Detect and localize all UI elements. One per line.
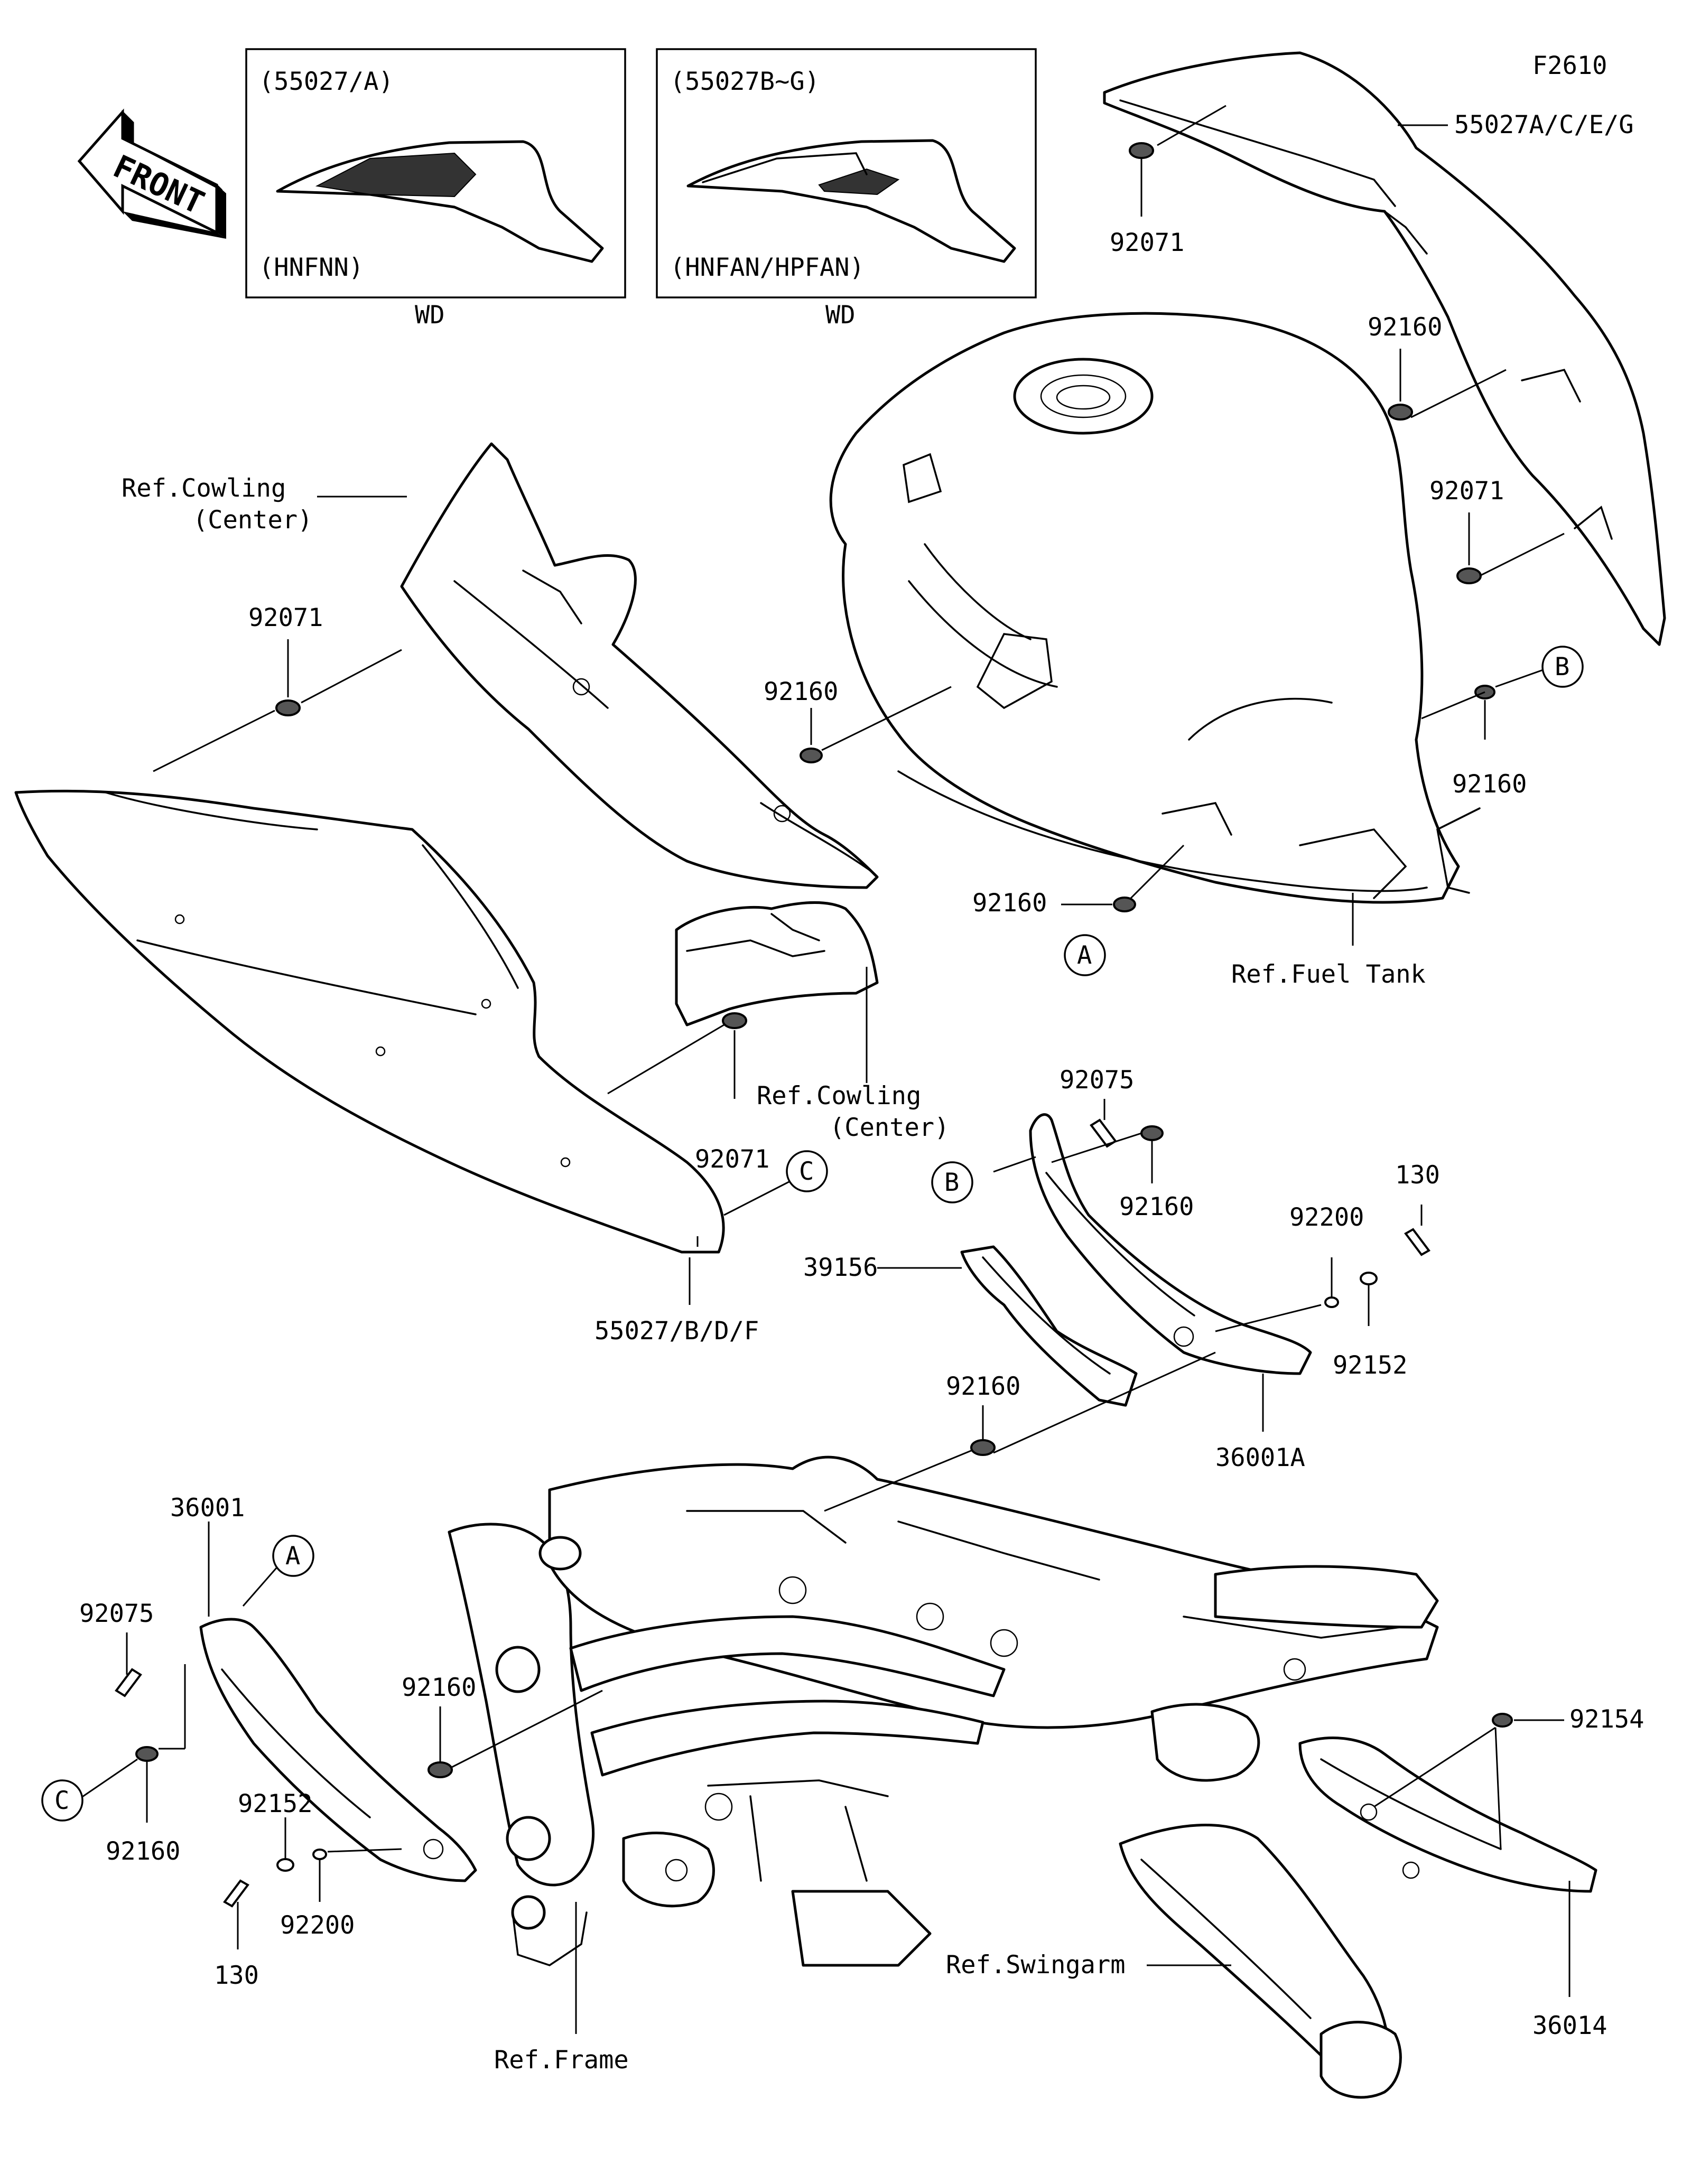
- inset-hnfan-hpfan: (55027B~G) (HNFAN/HPFAN) WD: [656, 48, 1037, 330]
- label-92160-right-bracket: 92160: [1119, 1192, 1194, 1221]
- label-92160-frame: 92160: [946, 1372, 1020, 1401]
- nut-92154: [1492, 1713, 1513, 1728]
- label-92075-right: 92075: [1060, 1066, 1134, 1095]
- leader-lines: [79, 105, 1571, 2034]
- label-ref-fuel-tank: Ref.Fuel Tank: [1231, 960, 1426, 989]
- svg-text:C: C: [799, 1157, 814, 1186]
- label-92160-top: 92160: [1368, 313, 1442, 342]
- inset-part-code: (55027B~G): [670, 67, 820, 96]
- grommet-92071-left: [275, 699, 301, 716]
- label-55027-b-d-f: 55027/B/D/F: [594, 1317, 759, 1346]
- callout-b-tank: B: [1541, 646, 1584, 688]
- pad-39156: [960, 1245, 1138, 1407]
- callout-c-cover: C: [786, 1150, 828, 1192]
- label-39156: 39156: [803, 1253, 878, 1282]
- inset-variant: (HNFAN/HPFAN): [670, 253, 865, 282]
- label-36001: 36001: [170, 1494, 245, 1523]
- lower-side-cover: [14, 789, 725, 1254]
- label-92160-b: 92160: [1452, 770, 1527, 799]
- reference-callouts: A B C B A C: [41, 646, 1584, 1822]
- washer-92152-left: [276, 1858, 294, 1872]
- grommet-92160-frame-left: [428, 1761, 453, 1778]
- label-92152-left: 92152: [238, 1789, 312, 1818]
- grommet-92160-c: [135, 1746, 159, 1762]
- front-arrow-icon: FRONT: [77, 108, 226, 239]
- label-92200-left: 92200: [280, 1911, 355, 1940]
- washer-92200-left: [312, 1849, 327, 1860]
- part-labels: 55027A/C/E/G 92071 92160 92071 92160 921…: [79, 110, 1644, 2075]
- label-92071-top: 92071: [1110, 228, 1184, 257]
- callout-a-tank: A: [1064, 934, 1106, 976]
- figure-code: F2610: [1532, 51, 1607, 80]
- svg-text:C: C: [54, 1786, 69, 1815]
- bolt-92075-left: [115, 1668, 142, 1697]
- callout-a-bracket: A: [272, 1535, 314, 1577]
- label-130-left: 130: [214, 1961, 259, 1990]
- label-ref-cowling-center-1-l1: Ref.Cowling: [122, 474, 286, 503]
- label-92160-tank-left: 92160: [764, 677, 838, 706]
- label-92075-left: 92075: [79, 1599, 154, 1628]
- grommet-92160-right-bracket: [1140, 1125, 1164, 1141]
- label-92160-frame-left: 92160: [402, 1673, 476, 1702]
- label-130-right: 130: [1395, 1161, 1440, 1190]
- hardware: [115, 142, 1513, 1908]
- grommet-92160-tank-left: [800, 748, 823, 763]
- label-92160-c: 92160: [106, 1837, 180, 1866]
- label-92160-a: 92160: [972, 889, 1047, 918]
- bolt-130-right: [1404, 1228, 1430, 1256]
- label-55027a-c-e-g: 55027A/C/E/G: [1454, 110, 1634, 139]
- inset-variant: (HNFNN): [259, 253, 364, 282]
- inset-hnfnn: (55027/A) (HNFNN) WD: [245, 48, 626, 330]
- label-36014: 36014: [1532, 2011, 1607, 2040]
- chain-guard-36014: [1298, 1737, 1597, 1893]
- inset-note: WD: [415, 301, 445, 330]
- svg-text:A: A: [285, 1542, 300, 1571]
- label-92154: 92154: [1569, 1705, 1644, 1734]
- left-cover-bracket: [199, 1618, 477, 1882]
- right-cover-bracket: [1029, 1113, 1312, 1375]
- grommet-92160-top: [1388, 404, 1413, 421]
- washer-92200-right: [1324, 1296, 1339, 1308]
- inset-part-code: (55027/A): [259, 67, 394, 96]
- grommet-92071-mid: [722, 1012, 747, 1029]
- label-ref-cowling-center-1-l2: (Center): [193, 506, 312, 535]
- grommet-92160-a: [1113, 897, 1136, 912]
- label-ref-frame: Ref.Frame: [494, 2046, 629, 2075]
- grommet-92160-frame: [970, 1439, 996, 1456]
- label-ref-cowling-center-2-l1: Ref.Cowling: [757, 1081, 921, 1110]
- bolt-130-left: [223, 1879, 249, 1908]
- cowling-center-upper: [400, 442, 879, 889]
- upper-side-cowling: [1103, 51, 1666, 646]
- fuel-tank: [829, 312, 1481, 904]
- label-92152-right: 92152: [1333, 1351, 1407, 1380]
- label-92200-right: 92200: [1289, 1203, 1364, 1232]
- grommet-92071-right: [1456, 567, 1482, 584]
- callout-b-bracket: B: [931, 1161, 973, 1203]
- inset-note: WD: [825, 301, 856, 330]
- cowling-center-lower: [675, 901, 879, 1026]
- label-ref-cowling-center-2-l2: (Center): [830, 1113, 949, 1142]
- grommet-92071-top: [1129, 142, 1154, 159]
- washer-92152-right: [1360, 1272, 1378, 1285]
- label-92071-right: 92071: [1429, 477, 1504, 506]
- frame: [448, 1455, 1439, 1967]
- svg-text:A: A: [1077, 941, 1092, 970]
- swingarm: [1119, 1824, 1402, 2099]
- label-36001a: 36001A: [1215, 1443, 1305, 1472]
- svg-text:B: B: [1555, 652, 1569, 682]
- callout-c-bracket: C: [41, 1779, 83, 1822]
- label-ref-swingarm: Ref.Swingarm: [946, 1950, 1126, 1980]
- label-92071-left: 92071: [248, 603, 323, 632]
- label-92071-mid: 92071: [695, 1145, 769, 1174]
- svg-text:B: B: [944, 1168, 959, 1197]
